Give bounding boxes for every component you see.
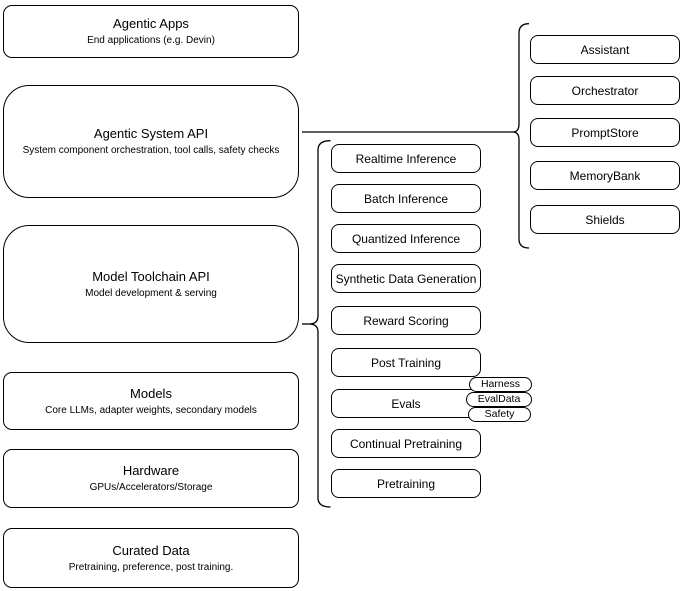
node-label: PromptStore — [571, 125, 639, 140]
node-title: Agentic System API — [93, 126, 209, 141]
tag-label: Harness — [480, 378, 521, 391]
node-title: Models — [130, 385, 172, 401]
node-subtitle: GPUs/Accelerators/Storage — [89, 482, 213, 493]
tag-safety: Safety — [468, 407, 531, 422]
node-models: Models Core LLMs, adapter weights, secon… — [3, 372, 299, 430]
node-label: Reward Scoring — [363, 313, 449, 328]
node-model-toolchain-api: Model Toolchain API Model development & … — [3, 225, 299, 343]
node-label: Assistant — [580, 42, 630, 57]
node-label: Realtime Inference — [355, 151, 457, 166]
node-subtitle: Model development & serving — [85, 287, 217, 299]
node-subtitle: Pretraining, preference, post training. — [68, 561, 234, 573]
node-label: Post Training — [370, 355, 442, 370]
node-agentic-apps: Agentic Apps End applications (e.g. Devi… — [3, 5, 299, 58]
node-assistant: Assistant — [530, 35, 680, 64]
node-post-training: Post Training — [331, 348, 481, 377]
system-components-bracket — [512, 23, 530, 249]
node-promptstore: PromptStore — [530, 118, 680, 147]
node-orchestrator: Orchestrator — [530, 76, 680, 105]
tag-label: EvalData — [477, 393, 521, 406]
tag-harness: Harness — [469, 377, 532, 392]
node-subtitle: Core LLMs, adapter weights, secondary mo… — [45, 404, 257, 416]
node-reward-scoring: Reward Scoring — [331, 306, 481, 335]
node-curated-data: Curated Data Pretraining, preference, po… — [3, 528, 299, 588]
node-label: Evals — [391, 396, 421, 411]
node-label: Quantized Inference — [351, 231, 461, 246]
toolchain-items-bracket — [308, 140, 331, 508]
tag-label: Safety — [484, 408, 515, 421]
node-quantized-inference: Quantized Inference — [331, 224, 481, 253]
node-subtitle: System component orchestration, tool cal… — [22, 145, 280, 156]
node-label: Pretraining — [376, 476, 436, 491]
node-shields: Shields — [530, 205, 680, 234]
node-title: Curated Data — [112, 542, 190, 558]
node-title: Hardware — [122, 463, 180, 478]
node-memorybank: MemoryBank — [530, 161, 680, 190]
node-pretraining: Pretraining — [331, 469, 481, 498]
node-realtime-inference: Realtime Inference — [331, 144, 481, 173]
node-label: Synthetic Data Generation — [335, 271, 477, 286]
node-synthetic-data-generation: Synthetic Data Generation — [331, 264, 481, 293]
node-label: Orchestrator — [571, 83, 639, 98]
node-continual-pretraining: Continual Pretraining — [331, 429, 481, 458]
node-title: Agentic Apps — [113, 16, 189, 31]
node-title: Model Toolchain API — [92, 268, 210, 284]
tag-evaldata: EvalData — [466, 392, 532, 407]
node-subtitle: End applications (e.g. Devin) — [87, 35, 215, 46]
node-label: Batch Inference — [363, 191, 449, 206]
node-evals: Evals — [331, 389, 481, 418]
node-batch-inference: Batch Inference — [331, 184, 481, 213]
node-label: Continual Pretraining — [349, 436, 463, 451]
node-label: Shields — [585, 212, 625, 227]
node-agentic-system-api: Agentic System API System component orch… — [3, 85, 299, 198]
node-label: MemoryBank — [569, 168, 641, 183]
node-hardware: Hardware GPUs/Accelerators/Storage — [3, 449, 299, 508]
